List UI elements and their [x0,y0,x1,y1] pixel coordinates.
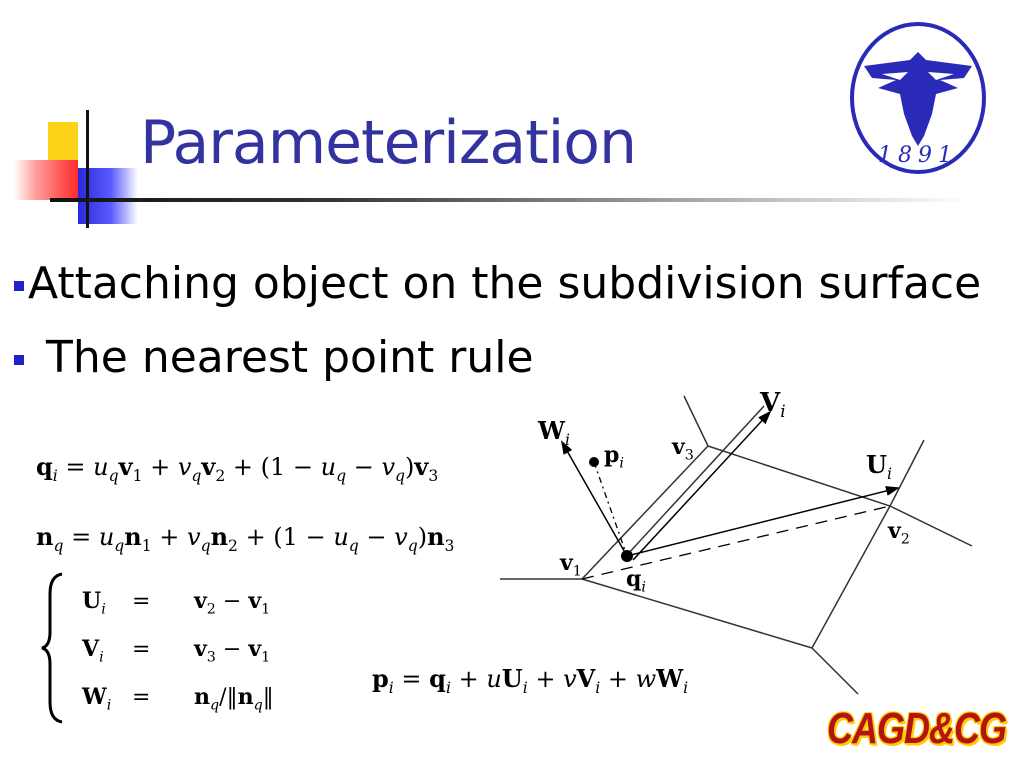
label-Wi: Wi [538,416,570,449]
bullet-item-1: Attaching object on the subdivision surf… [14,258,981,309]
equation-pi: pi = qi + uUi + vVi + wWi [372,664,689,697]
bullet-square-icon [14,281,24,291]
equation-qi: qi = uqv1 + vqv2 + (1 − uq − vq)v3 [36,452,439,485]
left-brace [41,572,63,724]
geometry-diagram [500,395,973,695]
slide-title: Parameterization [140,108,637,178]
label-v2: v2 [888,518,910,548]
eagle-icon [864,52,972,146]
bullet-item-2: The nearest point rule [14,332,534,383]
decor-vline [86,110,89,228]
label-Vi: Vi [760,388,786,422]
equation-Vi: Vi=v3 − v1 [82,636,271,666]
bullet-text-1: Attaching object on the subdivision surf… [28,258,982,309]
decor-red-square [14,160,78,200]
university-logo: 1891 [850,22,986,174]
label-v1: v1 [560,550,582,580]
equation-Wi: Wi=nq/‖nq‖ [82,684,274,714]
equation-nq: nq = uqn1 + vqn2 + (1 − uq − vq)n3 [36,522,455,555]
bullet-square-icon [14,355,24,365]
label-pi: pi [604,442,624,472]
label-Ui: Ui [866,450,892,483]
title-rule [50,198,970,202]
decor-squares [0,100,140,230]
label-qi: qi [626,566,646,596]
logo-year: 1891 [878,143,958,168]
equation-Ui: Ui=v2 − v1 [82,588,271,618]
label-v3: v3 [672,434,694,464]
bullet-text-2: The nearest point rule [46,332,534,383]
brand-logo-text: CAGD&CG [827,703,1007,753]
